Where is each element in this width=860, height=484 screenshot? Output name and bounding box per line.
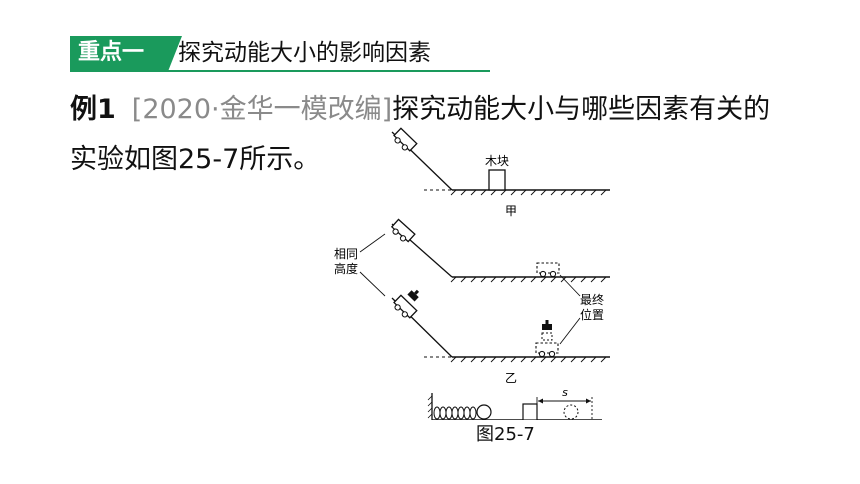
final-position-label-1: 最终 <box>580 292 604 307</box>
section-topic: 探究动能大小的影响因素 <box>178 40 431 66</box>
weight-final <box>542 320 552 330</box>
setup-a: 木块 甲 <box>390 127 610 218</box>
part-a-label: 甲 <box>505 204 517 218</box>
same-height-label-2: 高度 <box>334 261 358 276</box>
section-header: 重点一 探究动能大小的影响因素 <box>70 36 490 72</box>
setup-b-upper <box>388 218 610 283</box>
experiment-figure: 木块 甲 相同 高度 最终 位置 乙 <box>334 127 610 420</box>
same-height-label-1: 相同 <box>334 247 358 261</box>
final-position-label-2: 位置 <box>580 307 604 322</box>
cart-on-ramp <box>390 127 418 155</box>
example-label: 例1 <box>70 94 116 125</box>
part-b-label: 乙 <box>505 371 517 385</box>
section-badge: 重点一 <box>70 36 182 70</box>
spring <box>433 406 477 420</box>
question-line-1: 例1 [2020·金华一模改编]探究动能大小与哪些因素有关的 <box>70 90 770 130</box>
question-text-1: 探究动能大小与哪些因素有关的 <box>392 94 771 125</box>
figure-caption: 图25-7 <box>476 424 535 445</box>
setup-b-lower <box>390 287 610 363</box>
question-source: [2020·金华一模改编] <box>131 94 393 125</box>
cart-final-lower <box>535 342 559 358</box>
cart-final-upper <box>536 262 560 278</box>
ball-final <box>563 404 579 420</box>
weight-on-cart <box>407 287 422 302</box>
distance-label: s <box>562 386 568 399</box>
ball <box>476 404 492 420</box>
wooden-block <box>488 169 506 191</box>
header-underline <box>70 70 490 72</box>
block-c <box>522 403 538 420</box>
block-label: 木块 <box>485 154 509 168</box>
setup-c: s 丙 <box>427 386 602 420</box>
question-line-2: 实验如图25-7所示。 <box>70 144 321 175</box>
